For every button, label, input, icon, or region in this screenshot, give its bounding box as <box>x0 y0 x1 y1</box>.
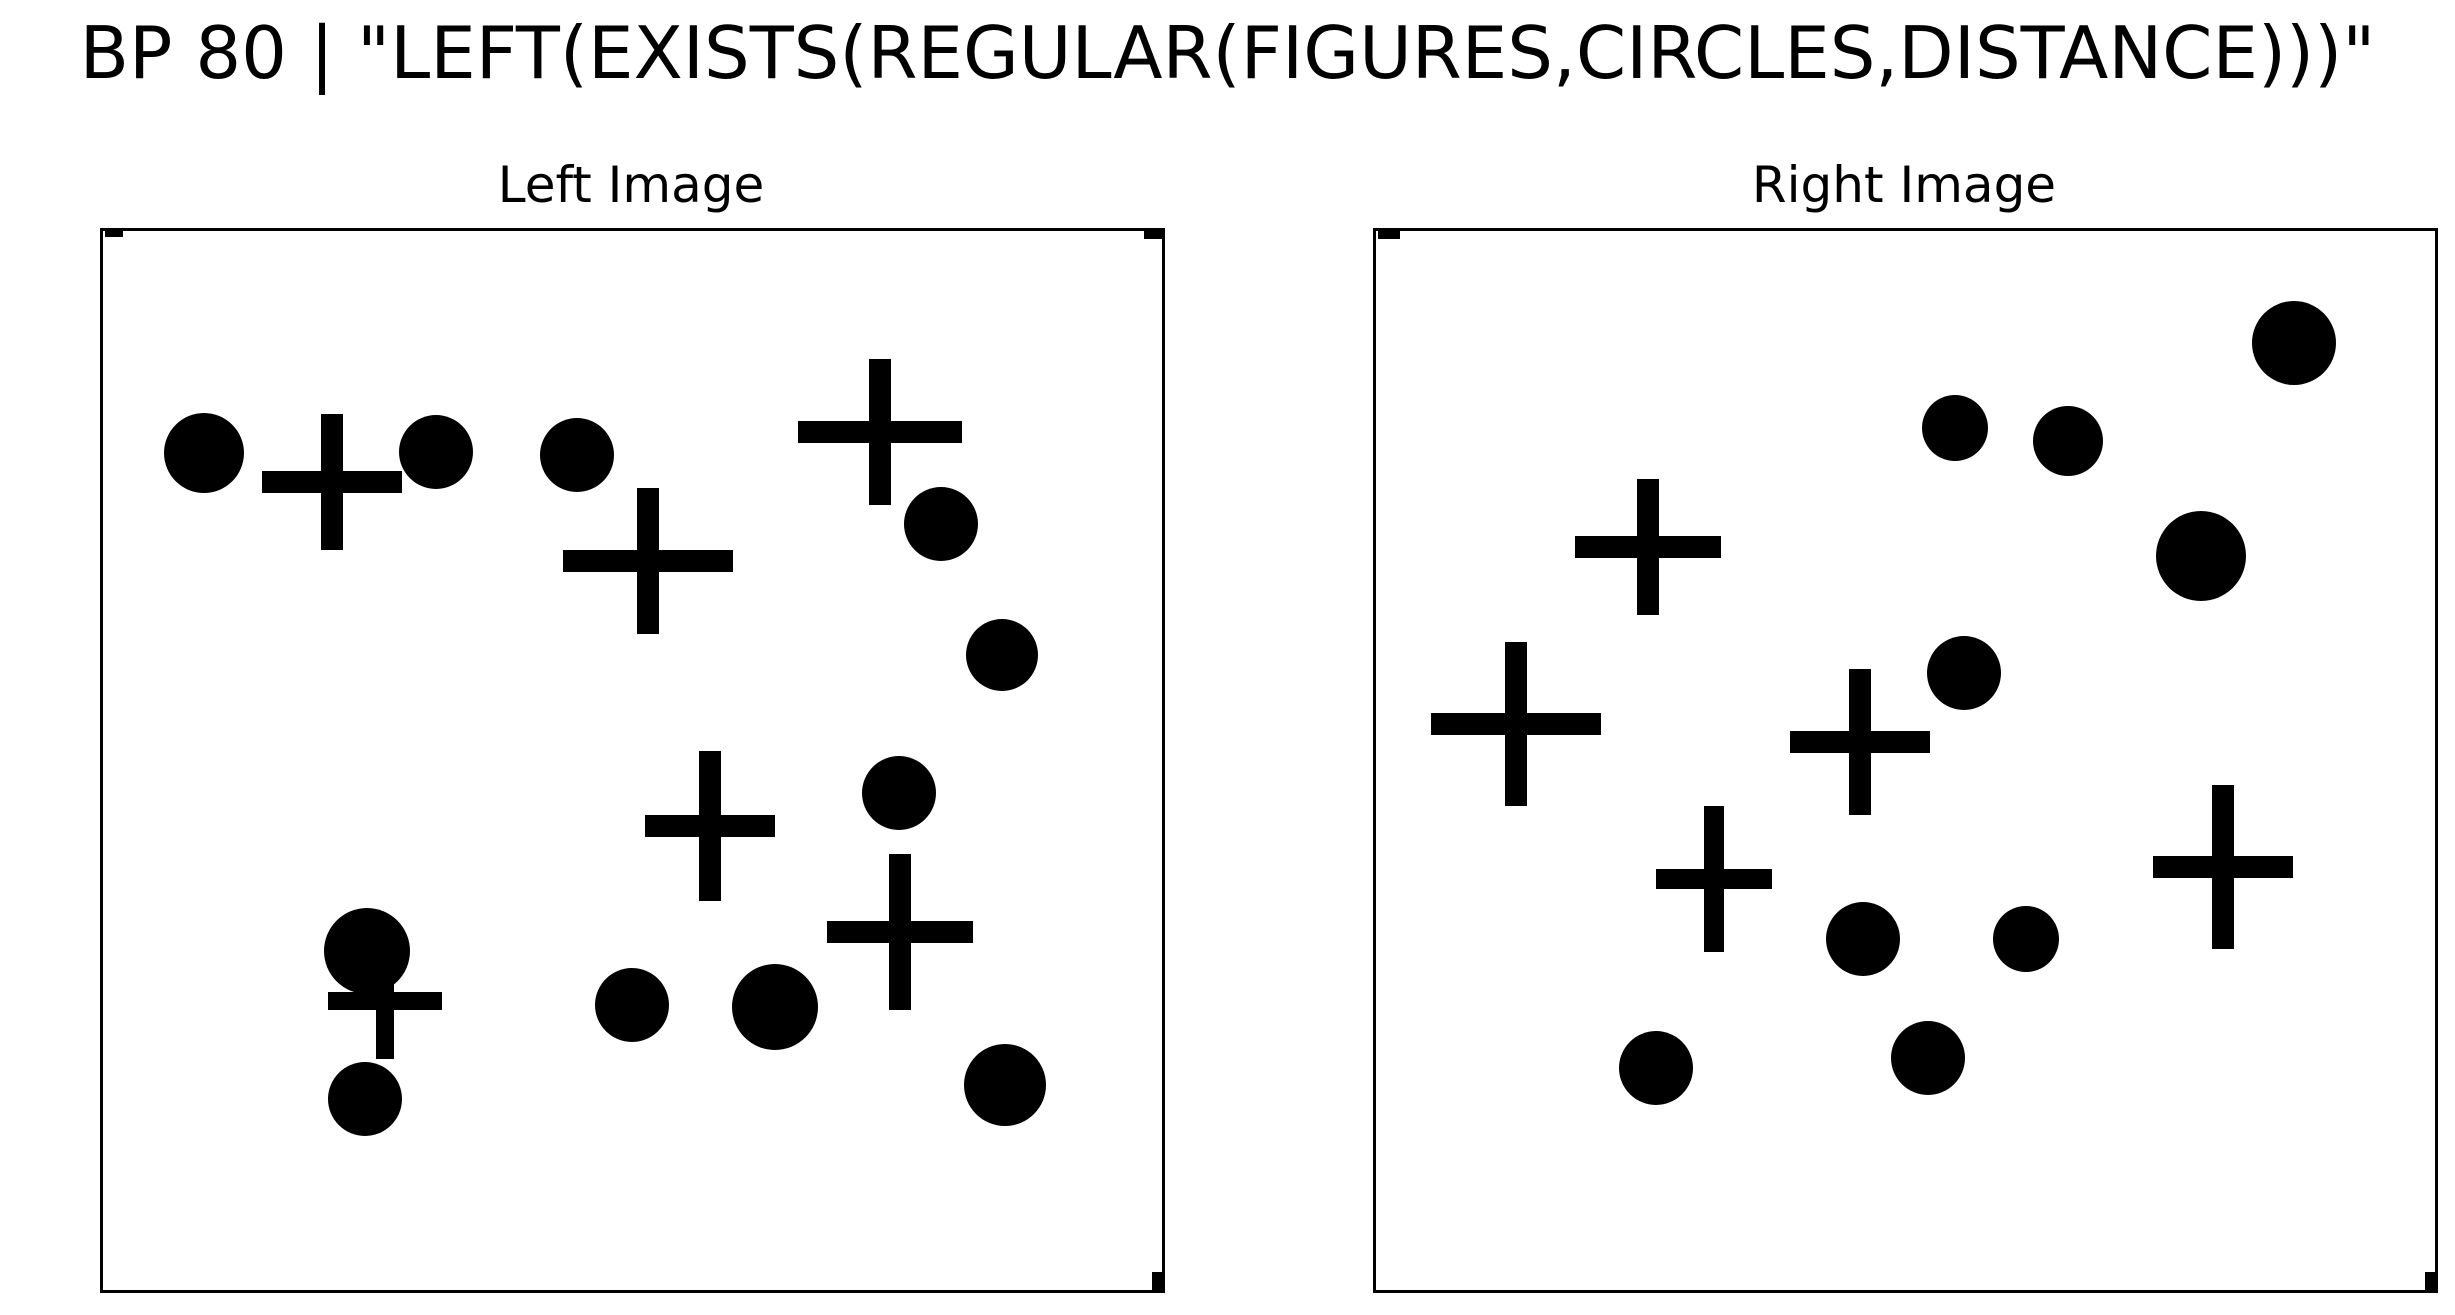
right-cross-figure <box>2153 785 2293 949</box>
corner-mark <box>1378 231 1400 239</box>
right-circle-figure <box>1619 1031 1693 1105</box>
right-circle-figure <box>2252 301 2336 385</box>
left-circle-figure <box>324 908 410 994</box>
right-cross-figure <box>1431 642 1601 806</box>
left-circle-figure <box>904 487 978 561</box>
left-cross-figure <box>328 943 442 1059</box>
left-image-title: Left Image <box>497 156 765 214</box>
right-image-canvas <box>1431 301 2336 1105</box>
right-circle-figure <box>1922 395 1988 461</box>
left-cross-figure <box>262 414 402 550</box>
left-cross-figure <box>645 751 775 901</box>
left-cross-figure <box>798 359 962 505</box>
left-cross-figure <box>827 854 973 1010</box>
right-image-title: Right Image <box>1751 156 2057 214</box>
left-image-panel <box>100 228 1165 1293</box>
left-circle-figure <box>595 968 669 1042</box>
right-cross-figure <box>1790 669 1930 815</box>
left-circle-figure <box>732 964 818 1050</box>
left-circle-figure <box>164 413 244 493</box>
left-circle-figure <box>964 1044 1046 1126</box>
corner-mark <box>2425 1272 2435 1290</box>
figure-title: BP 80 | "LEFT(EXISTS(REGULAR(FIGURES,CIR… <box>79 11 2376 95</box>
left-circle-figure <box>862 756 936 830</box>
left-circle-figure <box>540 418 614 492</box>
right-circle-figure <box>1826 902 1900 976</box>
corner-mark <box>1144 231 1162 239</box>
right-circle-figure <box>1993 906 2059 972</box>
right-circle-figure <box>2033 406 2103 476</box>
right-cross-figure <box>1656 806 1772 952</box>
corner-mark <box>1152 1272 1162 1290</box>
left-circle-figure <box>966 619 1038 691</box>
left-circle-figure <box>328 1062 402 1136</box>
right-circle-figure <box>1927 636 2001 710</box>
corner-mark <box>105 231 123 237</box>
left-circle-figure <box>399 415 473 489</box>
right-circle-figure <box>2156 511 2246 601</box>
right-cross-figure <box>1575 479 1721 615</box>
left-cross-figure <box>563 488 733 634</box>
right-circle-figure <box>1891 1021 1965 1095</box>
left-image-canvas <box>164 359 1046 1136</box>
right-image-panel <box>1373 228 2438 1293</box>
